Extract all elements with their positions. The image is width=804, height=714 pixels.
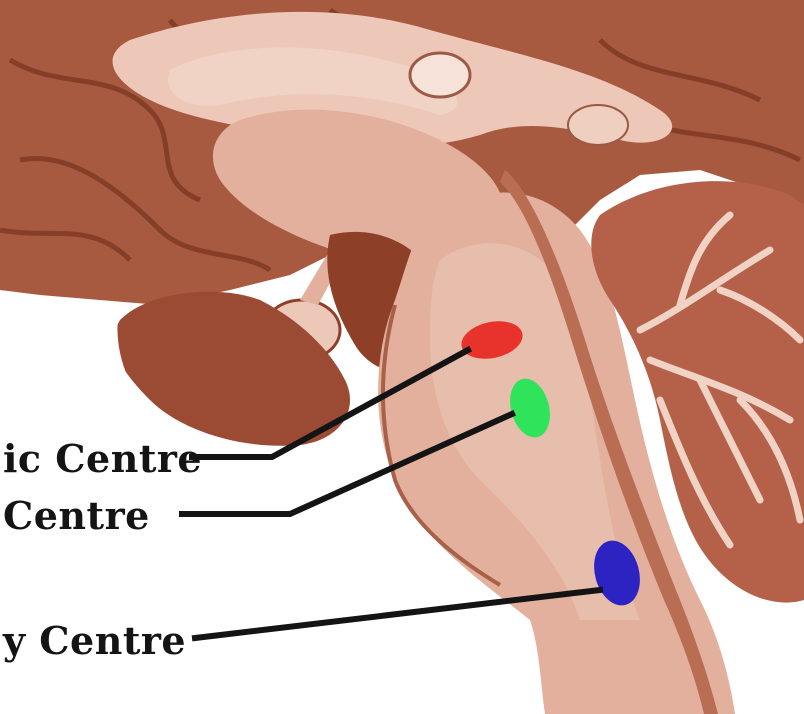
label-y-centre: y Centre [3, 622, 186, 660]
watermark: ~~~ [360, 656, 481, 712]
label-centre: Centre [3, 497, 150, 535]
pineal-gland [568, 105, 628, 145]
interventricular-foramen [410, 53, 470, 97]
label-ic-centre: ic Centre [3, 440, 202, 478]
